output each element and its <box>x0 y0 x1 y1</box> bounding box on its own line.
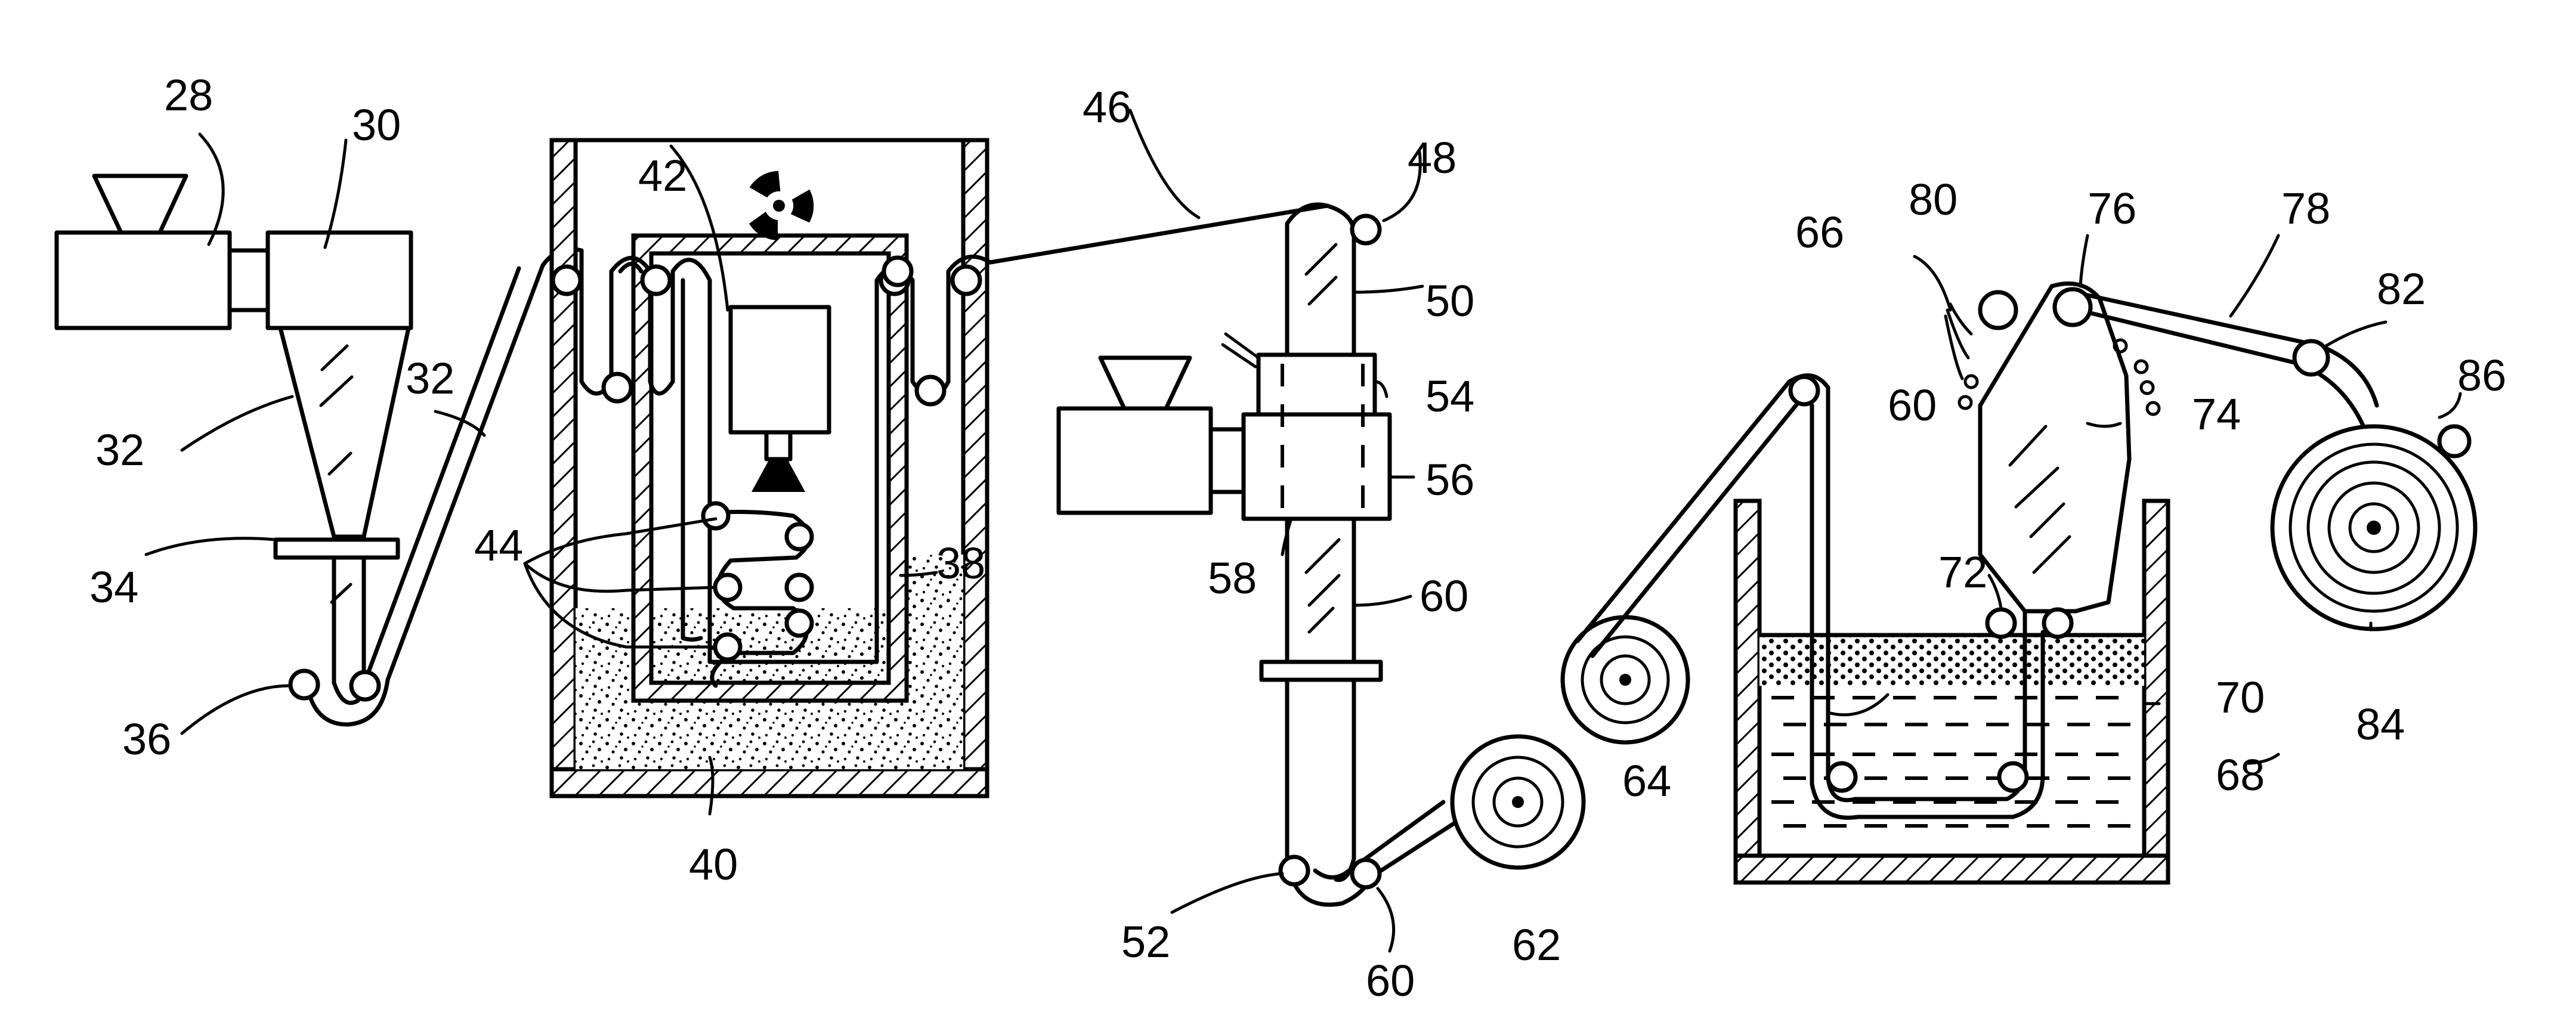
sizing-ring-2 <box>1261 662 1381 680</box>
nip-roller-72 <box>1987 609 2015 637</box>
label-46: 46 <box>1083 82 1131 132</box>
blown-tube-cone-32 <box>280 328 409 537</box>
label-76: 76 <box>2088 184 2136 233</box>
nip-roller-36 <box>290 671 318 698</box>
label-78: 78 <box>2281 184 2330 233</box>
label-44: 44 <box>474 521 523 570</box>
guide-roller-36b <box>351 672 379 699</box>
label-48: 48 <box>1408 133 1456 182</box>
inlet-pipe <box>1223 334 1258 367</box>
label-80: 80 <box>1909 175 1957 224</box>
label-64: 64 <box>1622 756 1671 806</box>
label-32a: 32 <box>95 425 144 475</box>
coating-die-56 <box>1244 414 1390 519</box>
wind-roll-62 <box>1452 736 1584 868</box>
label-60c: 60 <box>1888 380 1937 430</box>
label-82: 82 <box>2377 264 2426 314</box>
coating-station <box>1059 205 1390 883</box>
label-32b: 32 <box>406 354 454 403</box>
electron-source-42 <box>731 307 829 432</box>
extruder-28 <box>57 233 230 328</box>
label-42: 42 <box>638 151 687 200</box>
label-34: 34 <box>89 562 138 612</box>
hopper <box>94 176 186 233</box>
serpentine-roller <box>715 634 740 660</box>
vault-roller <box>642 267 670 294</box>
nip-roller-52 <box>1281 857 1308 884</box>
tube-50 <box>1287 205 1354 883</box>
label-56: 56 <box>1425 455 1474 504</box>
roller-48 <box>1352 216 1380 243</box>
leader-80-fan <box>1946 304 1971 379</box>
label-60a: 60 <box>1420 571 1468 621</box>
label-54: 54 <box>1425 371 1474 421</box>
bath-roller <box>1828 763 1856 791</box>
extruder-2 <box>1059 408 1211 513</box>
label-38: 38 <box>936 538 985 588</box>
sizing-ring-34 <box>276 540 398 558</box>
radiation-symbol-icon <box>749 163 824 240</box>
roller-80 <box>1980 292 2016 328</box>
label-36: 36 <box>122 714 171 764</box>
collar-54 <box>1258 355 1375 414</box>
vault-roller <box>604 374 631 401</box>
extruder-2-neck <box>1211 429 1244 492</box>
serpentine-roller <box>787 524 812 549</box>
take-up-roll-84 <box>2272 426 2475 629</box>
vault-roller <box>553 267 580 294</box>
serpentine-roller <box>787 575 812 600</box>
irradiation-vault <box>552 140 987 796</box>
label-28: 28 <box>164 70 213 120</box>
label-84: 84 <box>2356 699 2405 749</box>
label-60b: 60 <box>1366 956 1415 1005</box>
label-52: 52 <box>1121 917 1170 967</box>
label-62: 62 <box>1512 920 1561 970</box>
label-66: 66 <box>1795 208 1844 257</box>
label-58: 58 <box>1208 553 1257 603</box>
beam-horn <box>752 459 805 492</box>
nip-roller-72b <box>2044 609 2071 637</box>
label-68: 68 <box>2216 750 2265 800</box>
extruder-neck <box>230 250 268 310</box>
vault-roller <box>917 377 944 404</box>
serpentine-roller <box>703 503 728 528</box>
vault-roller <box>884 258 911 285</box>
roller-66 <box>1790 377 1818 404</box>
label-86: 86 <box>2457 351 2506 400</box>
serpentine-roller <box>787 611 812 636</box>
label-50: 50 <box>1425 276 1474 326</box>
die-head-30 <box>268 233 411 328</box>
vault-roller <box>953 267 980 294</box>
label-40: 40 <box>689 840 738 889</box>
label-72: 72 <box>1938 547 1987 597</box>
guide-roller-52b <box>1352 860 1380 887</box>
bath-roller <box>1999 763 2027 791</box>
laminating-tube-74 <box>1980 284 2129 612</box>
serpentine-roller <box>715 575 740 600</box>
label-30: 30 <box>352 100 401 150</box>
roller-82 <box>2294 341 2328 374</box>
hopper-2 <box>1100 358 1190 408</box>
label-70: 70 <box>2216 673 2265 722</box>
label-74: 74 <box>2192 389 2241 439</box>
roller-76 <box>2055 289 2091 325</box>
